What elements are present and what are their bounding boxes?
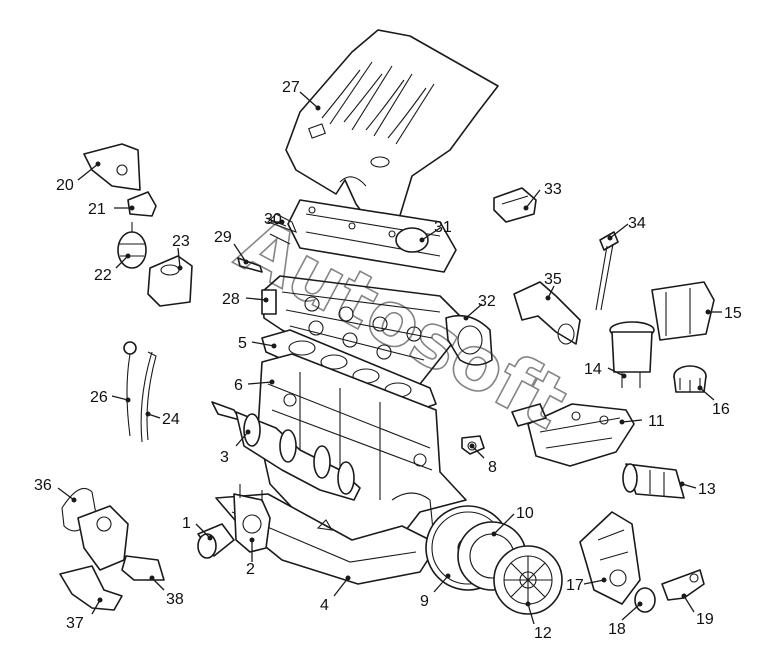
callout-37: 37 bbox=[66, 615, 84, 632]
clutch-disc bbox=[493, 545, 563, 615]
callout-1: 1 bbox=[182, 515, 191, 532]
egr-valve bbox=[609, 321, 655, 388]
callout-26: 26 bbox=[90, 389, 108, 406]
callout-30: 30 bbox=[264, 211, 282, 228]
callout-21: 21 bbox=[88, 201, 106, 218]
cylinder-block bbox=[257, 353, 467, 561]
callout-28: 28 bbox=[222, 291, 240, 308]
actuator bbox=[622, 463, 685, 499]
callout-18: 18 bbox=[608, 621, 626, 638]
callout-13: 13 bbox=[698, 481, 716, 498]
dipstick-guide bbox=[140, 351, 157, 443]
dipstick-tube bbox=[595, 231, 619, 311]
callout-10: 10 bbox=[516, 505, 534, 522]
callout-14: 14 bbox=[584, 361, 602, 378]
thermostat-housing bbox=[511, 403, 635, 467]
dipstick bbox=[123, 341, 137, 437]
callout-29: 29 bbox=[214, 229, 232, 246]
callout-4: 4 bbox=[320, 597, 329, 614]
callout-8: 8 bbox=[488, 459, 497, 476]
leader-dots bbox=[71, 105, 711, 607]
mount-23 bbox=[147, 255, 193, 307]
oil-pump-body bbox=[121, 555, 165, 581]
callout-12: 12 bbox=[534, 625, 552, 642]
callout-11: 11 bbox=[648, 413, 665, 430]
callout-15: 15 bbox=[724, 305, 742, 322]
callout-31: 31 bbox=[434, 219, 452, 236]
oil-pump bbox=[77, 505, 129, 571]
engine-mount-bracket bbox=[579, 511, 641, 605]
timing-cover bbox=[445, 314, 493, 366]
water-pipe bbox=[513, 281, 581, 345]
callout-35: 35 bbox=[544, 271, 562, 288]
valve-cover bbox=[287, 199, 457, 273]
oil-pickup bbox=[59, 565, 123, 611]
callout-34: 34 bbox=[628, 215, 646, 232]
oil-filter bbox=[197, 523, 235, 559]
mount-bracket-21 bbox=[127, 191, 157, 217]
callout-36: 36 bbox=[34, 477, 52, 494]
callout-20: 20 bbox=[56, 177, 74, 194]
callout-labels: 1 2 3 4 5 6 8 9 10 11 12 13 14 15 16 17 … bbox=[34, 79, 742, 642]
callout-19: 19 bbox=[696, 611, 714, 628]
callout-9: 9 bbox=[420, 593, 429, 610]
engine-mount-20 bbox=[83, 143, 141, 191]
callout-38: 38 bbox=[166, 591, 184, 608]
callout-27: 27 bbox=[282, 79, 300, 96]
callout-16: 16 bbox=[712, 401, 730, 418]
sensor-housing bbox=[651, 281, 715, 341]
engine-cover bbox=[285, 29, 499, 227]
callout-17: 17 bbox=[566, 577, 584, 594]
callout-24: 24 bbox=[162, 411, 180, 428]
mount-link bbox=[661, 569, 705, 601]
callout-2: 2 bbox=[246, 561, 255, 578]
callout-32: 32 bbox=[478, 293, 496, 310]
cylinder-head bbox=[261, 275, 463, 393]
mount-bush bbox=[634, 587, 656, 613]
crankshaft bbox=[211, 401, 361, 501]
callout-3: 3 bbox=[220, 449, 229, 466]
callout-22: 22 bbox=[94, 267, 112, 284]
oil-filter-housing bbox=[233, 484, 271, 553]
callout-5: 5 bbox=[238, 335, 247, 352]
sensor-33 bbox=[493, 187, 537, 223]
callout-6: 6 bbox=[234, 377, 243, 394]
callout-33: 33 bbox=[544, 181, 562, 198]
callout-23: 23 bbox=[172, 233, 190, 250]
leader-lines bbox=[57, 91, 722, 625]
